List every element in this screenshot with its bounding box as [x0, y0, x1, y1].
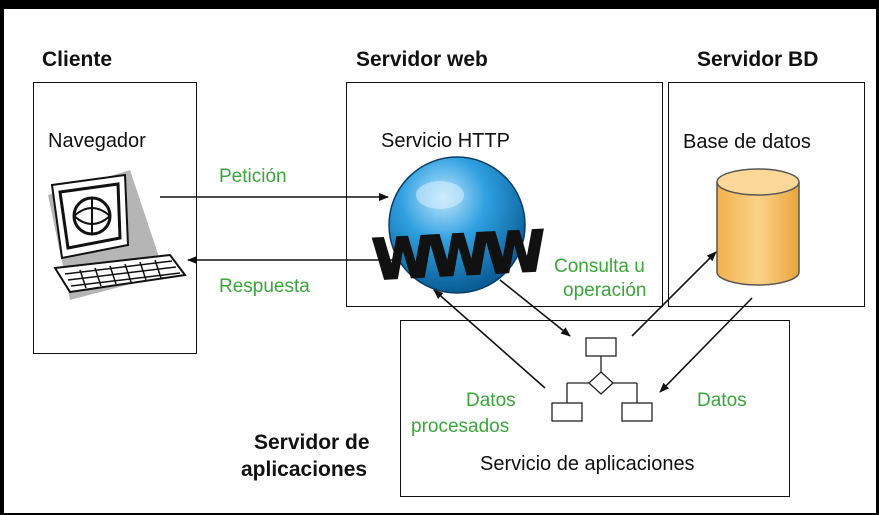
db-server-box — [668, 82, 865, 307]
flowchart-icon — [545, 333, 653, 427]
db-server-header: Servidor BD — [697, 48, 819, 71]
database-icon — [716, 168, 800, 286]
app-to-web-arrow — [433, 289, 546, 389]
web-to-app-arrow — [499, 279, 571, 337]
app-to-db-arrow — [631, 251, 717, 337]
web-server-box — [346, 82, 663, 307]
db-to-app-arrow — [659, 297, 753, 393]
processed-data-label-line1: Datos — [466, 390, 516, 411]
data-label: Datos — [697, 390, 747, 411]
www-globe-icon: WWW — [370, 156, 548, 294]
app-server-header-line2: aplicaciones — [241, 458, 368, 481]
app-server-header-line1: Servidor de — [254, 431, 370, 454]
database-label: Base de datos — [683, 131, 811, 153]
computer-icon — [48, 170, 187, 300]
response-label: Respuesta — [219, 276, 310, 297]
query-label-line2: operación — [563, 280, 647, 301]
processed-data-label-line2: procesados — [411, 416, 510, 437]
web-server-header: Servidor web — [356, 48, 488, 71]
svg-text:WWW: WWW — [371, 219, 547, 293]
client-header: Cliente — [42, 48, 113, 71]
client-box — [33, 82, 197, 354]
browser-label: Navegador — [48, 130, 146, 152]
http-service-label: Servicio HTTP — [381, 130, 510, 152]
app-server-box — [400, 320, 790, 497]
request-label: Petición — [219, 166, 287, 187]
query-label-line1: Consulta u — [554, 256, 645, 277]
app-service-label: Servicio de aplicaciones — [480, 453, 695, 475]
